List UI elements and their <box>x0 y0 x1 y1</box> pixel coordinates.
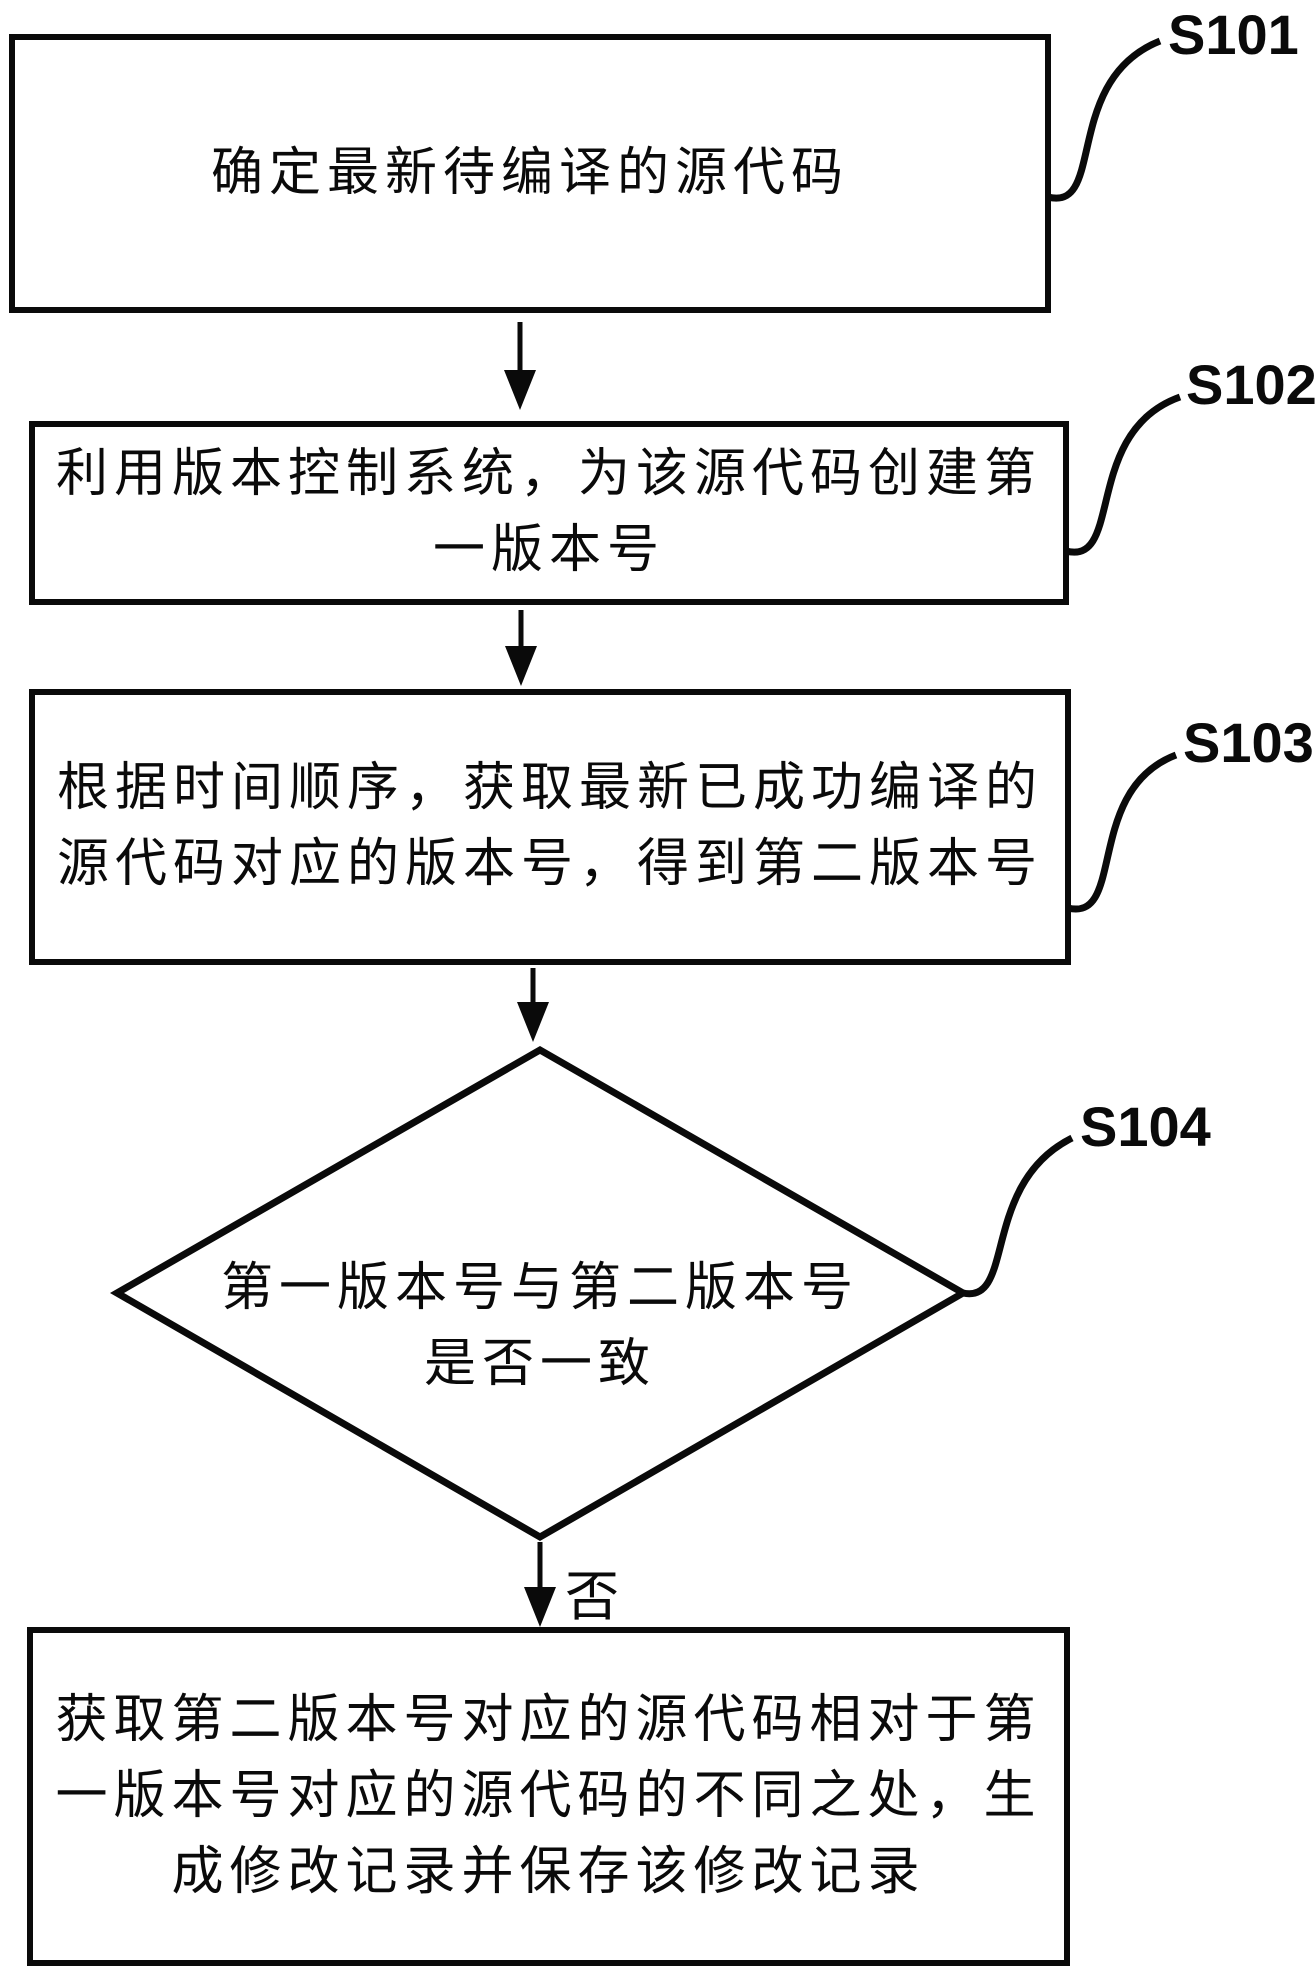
flow-arrow-1 <box>504 322 536 410</box>
label-connector-s103 <box>1067 751 1178 913</box>
step-label-s104: S104 <box>1080 1095 1211 1158</box>
process-box-s101 <box>9 34 1051 313</box>
process-box-s102 <box>29 421 1069 605</box>
label-connector-s104 <box>962 1134 1074 1298</box>
step-label-s101: S101 <box>1168 3 1299 66</box>
process-box-final <box>27 1627 1070 1966</box>
step-label-s103: S103 <box>1183 711 1314 774</box>
flow-arrow-2 <box>505 610 537 686</box>
no-branch-label: 否 <box>565 1567 619 1627</box>
step-label-s102: S102 <box>1186 353 1316 416</box>
flow-arrow-4 <box>524 1542 556 1627</box>
process-box-s103 <box>29 689 1071 965</box>
flow-arrow-3 <box>517 968 549 1042</box>
label-connector-s102 <box>1065 393 1182 556</box>
label-connector-s101 <box>1047 37 1162 202</box>
decision-diamond-s104 <box>109 1045 971 1542</box>
